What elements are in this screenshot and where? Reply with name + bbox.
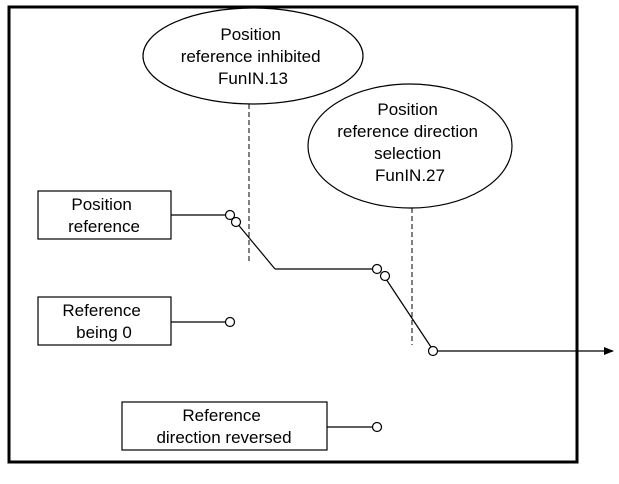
input-box-text: Reference direction reversed xyxy=(156,406,291,447)
switch2-blade xyxy=(383,275,432,348)
callout-line: reference inhibited xyxy=(181,47,321,66)
callout-ellipse xyxy=(142,7,364,105)
input-box-text: Position reference xyxy=(68,195,140,236)
reference-zero-contact xyxy=(224,316,236,328)
input-position-reference: Position reference xyxy=(37,190,172,240)
input-box-line: direction reversed xyxy=(156,428,291,447)
input-reference-reversed: Reference direction reversed xyxy=(121,401,328,451)
input-box-line: reference xyxy=(68,217,140,236)
callout-direction-selection: Position reference direction selection F… xyxy=(307,83,513,345)
input-box xyxy=(37,296,172,346)
callout-reference-inhibited: Position reference inhibited FunIN.13 xyxy=(142,7,364,264)
callout-line: Position xyxy=(220,25,280,44)
switch2-contact-reversed xyxy=(379,270,391,282)
reference-reversed-contact xyxy=(371,421,383,433)
input-reference-zero: Reference being 0 xyxy=(37,296,172,346)
callout-line: FunIN.27 xyxy=(375,166,445,185)
input-box xyxy=(121,401,328,451)
wires xyxy=(171,214,614,428)
outer-frame xyxy=(7,5,579,464)
callout-line: FunIN.13 xyxy=(218,69,288,88)
callout-ellipse xyxy=(307,83,513,209)
callout-text: Position reference direction selection F… xyxy=(337,100,483,185)
switch1-contact-in xyxy=(224,209,236,221)
callout-line: reference direction xyxy=(337,122,478,141)
input-box-text: Reference being 0 xyxy=(62,301,145,342)
switch2-contact-in xyxy=(371,263,383,275)
output-contact xyxy=(427,345,439,357)
input-box-line: Reference xyxy=(182,406,260,425)
input-box xyxy=(37,190,172,240)
switch1-blade xyxy=(235,221,276,270)
switch-contacts xyxy=(224,209,439,433)
callout-line: selection xyxy=(374,144,441,163)
callout-text: Position reference inhibited FunIN.13 xyxy=(181,25,326,88)
callout-line: Position xyxy=(377,100,437,119)
switch1-contact-zero xyxy=(230,216,242,228)
input-box-line: Position xyxy=(71,195,131,214)
input-box-line: Reference xyxy=(62,301,140,320)
input-box-line: being 0 xyxy=(76,323,132,342)
